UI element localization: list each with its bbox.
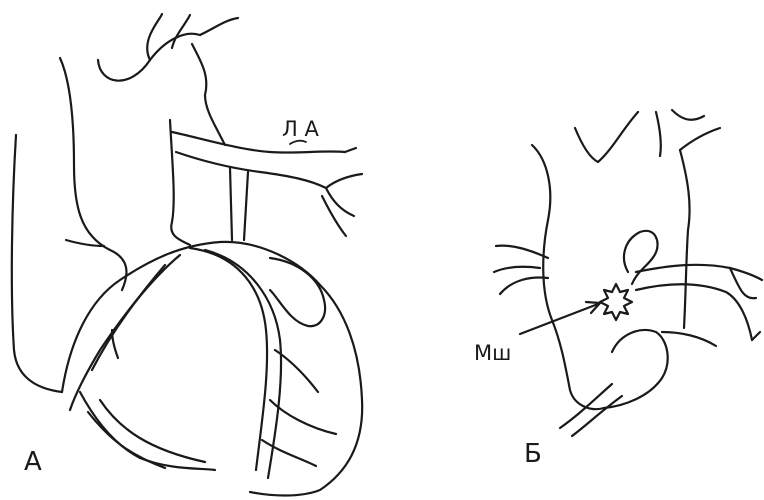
panel-a-left-vessel-outline bbox=[12, 135, 62, 392]
panel-b-pa-branch-2 bbox=[752, 332, 760, 340]
panel-a-arch-branch-4 bbox=[192, 44, 225, 145]
panel-a-coronary-rca-branch bbox=[100, 400, 205, 462]
panel-b-ventricle bbox=[604, 330, 668, 408]
panel-b-right-lower-line bbox=[662, 332, 716, 346]
panel-a-coronary-small-1 bbox=[112, 330, 118, 358]
panel-a-la-branch-mid bbox=[326, 174, 362, 188]
panel-a-la-pointer bbox=[290, 141, 306, 144]
panel-b-aorta-right-contour bbox=[680, 150, 690, 328]
panel-b-defect-marker bbox=[600, 284, 632, 320]
panel-b-arch-branch-4 bbox=[680, 128, 720, 150]
panel-a-aorta-left-contour bbox=[60, 58, 126, 290]
panel-a-label: А bbox=[24, 447, 42, 477]
panel-a-la-vessel-lower bbox=[176, 152, 326, 188]
panel-a-arch-branch-2 bbox=[172, 15, 190, 48]
panel-b-left-vessel-upper bbox=[496, 246, 548, 258]
panel-b-left-vessel-mid bbox=[494, 267, 540, 272]
panel-a-la-vertical bbox=[230, 168, 232, 240]
msh-annotation: Мш bbox=[474, 341, 511, 365]
panel-b-arch-branch-1 bbox=[575, 112, 638, 162]
panel-b-lower-vessel-2 bbox=[572, 396, 622, 436]
panel-b-drawing bbox=[494, 110, 762, 436]
panel-a-la-branch-top bbox=[345, 148, 356, 152]
panel-b-label: Б bbox=[524, 439, 542, 469]
panel-a-arch-branch-3 bbox=[200, 18, 238, 35]
la-annotation: Л А bbox=[282, 117, 319, 141]
panel-a-aorta-right-contour bbox=[170, 120, 190, 245]
panel-b-msh-arrow-line bbox=[520, 304, 598, 334]
panel-a-heart-outline bbox=[62, 242, 362, 496]
panel-b-loop-vessel bbox=[624, 231, 658, 284]
panel-b-arch-branch-2 bbox=[656, 112, 661, 156]
panel-a-heart-inner bbox=[80, 392, 215, 470]
panel-b-lower-vessel bbox=[560, 384, 612, 428]
panel-a-appendage bbox=[270, 258, 325, 326]
panel-a-coronary-rca-branch-2 bbox=[88, 412, 165, 468]
panel-a-la-vessel-upper bbox=[172, 132, 345, 153]
panel-a-la-vertical-2 bbox=[244, 172, 248, 240]
panel-b-left-vessel-lower bbox=[500, 278, 548, 294]
panel-a-drawing bbox=[12, 14, 362, 496]
panel-a-coronary-branch-2 bbox=[270, 400, 336, 434]
panel-b-arch-branch-3 bbox=[672, 110, 704, 120]
panel-b-pa-upper bbox=[636, 265, 762, 280]
